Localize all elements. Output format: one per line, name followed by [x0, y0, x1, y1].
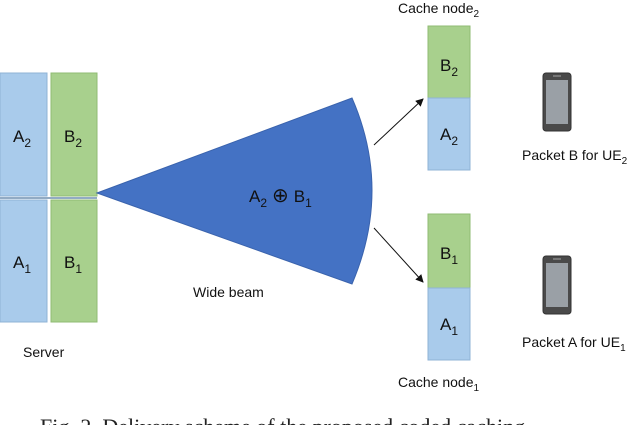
- ue1-packet-label: Packet A for UE1: [522, 334, 626, 354]
- ue2-packet-label: Packet B for UE2: [522, 147, 628, 167]
- arrow-to-cache1: [373, 227, 424, 283]
- cache1-b1-label: B1: [440, 244, 458, 267]
- server-a1-label: A1: [13, 253, 31, 276]
- wide-beam-label: Wide beam: [193, 284, 264, 300]
- cache2-block-a2: [427, 97, 471, 171]
- server-block-b1: [50, 199, 98, 323]
- server-b1-label: B1: [64, 253, 82, 276]
- arrow-to-cache2: [373, 98, 424, 146]
- cache1-block-a1: [427, 287, 471, 361]
- server-label: Server: [23, 344, 65, 360]
- cache-node-2: Cache node2 B2 A2: [398, 0, 480, 171]
- cache-node-1: B1 A1 Cache node1: [398, 213, 480, 394]
- server-block-b2: [50, 72, 98, 197]
- cache2-b2-label: B2: [440, 56, 458, 79]
- cache2-block-b2: [427, 25, 471, 99]
- cache1-block-b1: [427, 213, 471, 289]
- cache2-a2-label: A2: [440, 125, 458, 148]
- beam-xor-label: A2⊕B1: [249, 185, 312, 210]
- server-a2-label: A2: [13, 127, 31, 150]
- server-block-a2: [0, 72, 48, 197]
- cache1-a1-label: A1: [440, 315, 458, 338]
- cache-node-1-title: Cache node1: [398, 374, 480, 394]
- server-block-a1: [0, 199, 48, 323]
- figure-caption: Fig. 2. Delivery scheme of the proposed …: [40, 414, 531, 425]
- ue1-phone-icon: [542, 255, 572, 315]
- cache-node-2-title: Cache node2: [398, 0, 480, 20]
- server-stack: A2 B2 A1 B1 Server: [0, 72, 98, 360]
- wide-beam-shape: [95, 97, 373, 285]
- server-b2-label: B2: [64, 127, 82, 150]
- ue2-phone-icon: [542, 72, 572, 132]
